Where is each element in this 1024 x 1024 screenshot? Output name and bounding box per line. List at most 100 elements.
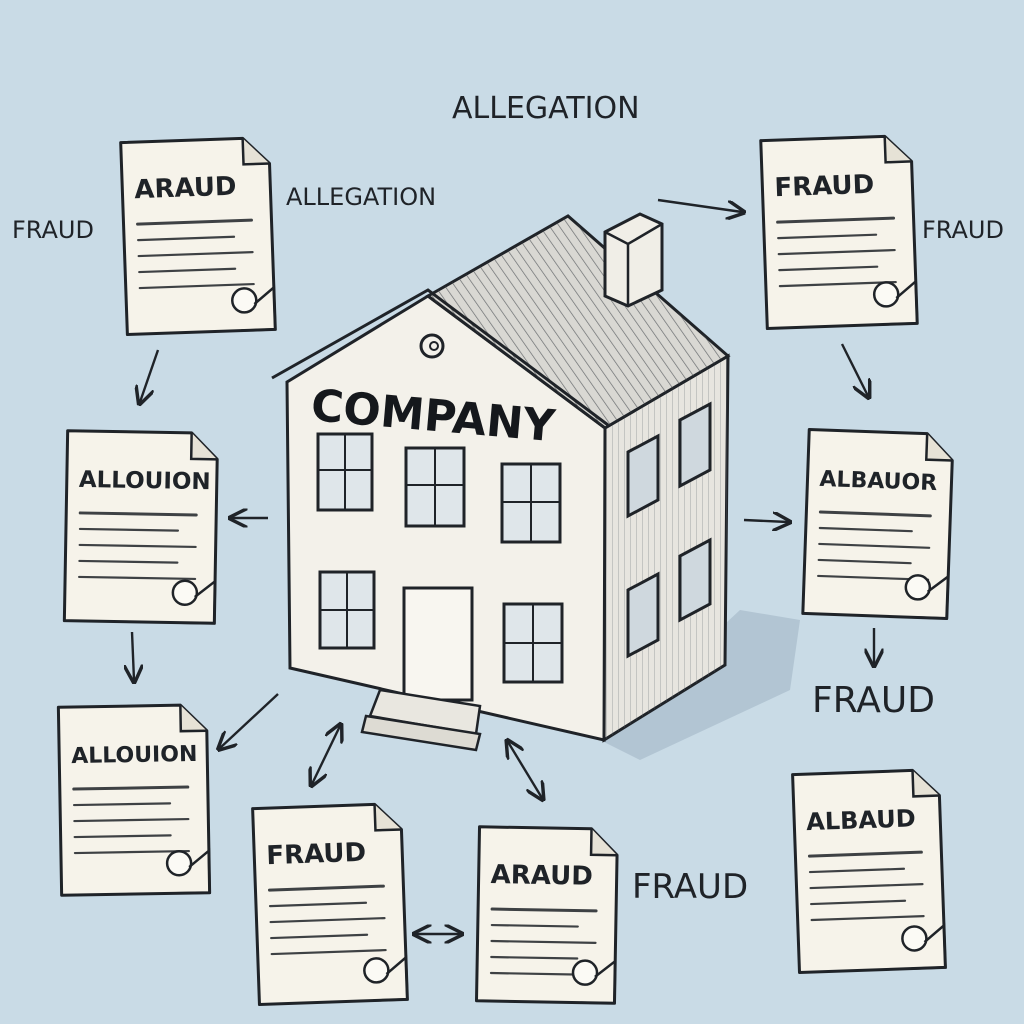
document-text-line (490, 907, 598, 913)
document-fold (924, 433, 953, 462)
document-text-line (490, 923, 579, 928)
document-text-line (73, 834, 172, 839)
document-text-line (267, 884, 385, 892)
document-text-line (817, 558, 912, 565)
label-fraud-left: FRAUD (12, 216, 94, 244)
document-fold (883, 136, 912, 164)
document-text-line (269, 917, 386, 924)
document-text-line (807, 850, 923, 858)
document-bottom-center-left: FRAUD (251, 802, 409, 1007)
document-text-line (810, 915, 925, 922)
document-text-line (776, 216, 896, 224)
document-paper (759, 134, 919, 331)
document-text-line (78, 511, 198, 517)
document-seal (165, 849, 193, 877)
document-text-line (777, 233, 878, 240)
document-paper (801, 428, 954, 620)
document-seal (231, 287, 258, 314)
document-title: ALLOUION (71, 742, 198, 769)
connector-arrows (132, 198, 874, 934)
arrow (312, 726, 340, 784)
label-fraud-bottom: FRAUD (632, 867, 748, 907)
document-seal (904, 574, 932, 601)
arrow (743, 520, 788, 522)
document-text-line (818, 510, 932, 518)
document-text-line (78, 559, 179, 564)
document-title: ALBAUD (806, 804, 916, 836)
document-paper (474, 825, 619, 1005)
document-text-line (818, 526, 913, 533)
label-fraud-right-top: FRAUD (922, 216, 1004, 244)
label-allegation-top: ALLEGATION (452, 91, 640, 126)
document-title: ARAUD (490, 860, 593, 892)
document-text-line (809, 883, 924, 890)
document-text-line (268, 901, 368, 908)
document-seal (901, 925, 928, 952)
arrow (140, 349, 160, 402)
document-text-line (808, 867, 906, 874)
document-paper (791, 768, 947, 974)
document-left-middle: ALLOUION (62, 429, 219, 625)
document-title: FRAUD (774, 170, 875, 203)
document-seal (171, 579, 199, 607)
building-steps (360, 688, 482, 752)
arrow (657, 198, 742, 212)
document-curl (883, 278, 919, 326)
document-text-line (137, 251, 254, 258)
document-text-line (136, 218, 253, 226)
document-text-line (138, 282, 255, 290)
document-text-line (78, 543, 197, 549)
document-text-line (810, 899, 907, 906)
document-text-line (137, 235, 236, 242)
document-title: ARAUD (134, 172, 237, 206)
document-text-line (490, 955, 579, 960)
chimney (603, 212, 664, 308)
arrow (840, 343, 868, 396)
document-top-left: ARAUD (119, 136, 277, 337)
building-shadow (600, 610, 800, 760)
document-text-line (72, 802, 172, 807)
document-text-line (818, 542, 931, 549)
document-text-line (778, 280, 897, 288)
document-fold (373, 804, 402, 832)
arrow (220, 693, 279, 748)
company-building: COMPANY (271, 212, 731, 752)
arrow (132, 631, 134, 680)
document-seal (872, 281, 900, 308)
document-text-line (73, 849, 190, 855)
document-text-line (73, 817, 190, 823)
document-text-line (270, 948, 387, 956)
document-curl (241, 284, 277, 332)
document-title: ALLOUION (79, 467, 211, 495)
document-fold (179, 705, 207, 733)
document-text-line (78, 527, 180, 532)
label-fraud-right-middle: FRAUD (812, 680, 935, 721)
arrow (508, 742, 542, 798)
document-bottom-right: ALBAUD (791, 768, 947, 974)
document-curl (175, 848, 211, 895)
document-right-middle: ALBAUOR (801, 428, 954, 620)
document-fold (241, 138, 270, 166)
document-text-line (778, 265, 879, 272)
document-text-line (490, 939, 597, 944)
document-curl (373, 954, 409, 1002)
document-seal (571, 959, 599, 986)
document-text-line (78, 575, 197, 581)
document-title: ALBAUOR (819, 467, 938, 496)
document-paper (62, 429, 219, 625)
document-seal (363, 957, 390, 984)
document-fold (189, 432, 218, 461)
document-curl (912, 573, 950, 620)
document-curl (180, 578, 217, 625)
document-text-line (138, 267, 237, 274)
document-fold (589, 828, 618, 857)
document-top-right: FRAUD (759, 134, 919, 331)
side-windows (626, 401, 712, 659)
document-left-bottom: ALLOUION (56, 703, 212, 897)
document-curl (580, 958, 617, 1005)
document-fold (911, 770, 940, 798)
document-paper (56, 703, 212, 897)
label-allegation-left: ALLEGATION (286, 183, 436, 211)
document-curl (911, 922, 947, 970)
